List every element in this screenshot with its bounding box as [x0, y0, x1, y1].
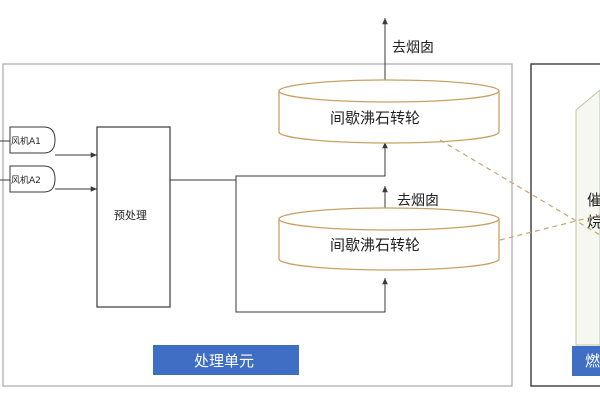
- flow-to-rotor-1: [170, 142, 388, 181]
- fan-a1-label: 风机A1: [11, 135, 41, 147]
- adjacent-label-1: 催: [587, 191, 600, 209]
- processing-unit-label: 处理单元: [194, 352, 254, 370]
- rotor-1-dashed-link: [439, 139, 600, 236]
- rotor-2-label: 间歇沸石转轮: [330, 236, 420, 254]
- fan-a1: 风机A1: [9, 126, 56, 154]
- adjacent-unit-boundary: [530, 63, 600, 387]
- pretreatment-box: [96, 126, 171, 308]
- rotor-2-exhaust-label: 去烟囱: [397, 193, 439, 209]
- zeolite-rotor-1: 间歇沸石转轮: [278, 79, 500, 144]
- pretreatment-label: 预处理: [114, 209, 147, 222]
- processing-unit-tag: [153, 345, 299, 375]
- adjacent-unit-tag-text: 燃: [585, 352, 600, 370]
- adjacent-unit-tag: [572, 346, 600, 376]
- rotor-1-label: 间歇沸石转轮: [330, 109, 420, 127]
- processing-unit-boundary: [2, 63, 513, 387]
- fan-a2-label: 风机A2: [11, 174, 41, 186]
- rotor-1-exhaust-label: 去烟囱: [392, 40, 434, 56]
- rotor-2-dashed-link: [499, 214, 600, 241]
- fan-a2: 风机A2: [9, 165, 56, 193]
- flow-to-rotor-2: [235, 180, 388, 313]
- zeolite-rotor-2: 间歇沸石转轮: [278, 207, 500, 271]
